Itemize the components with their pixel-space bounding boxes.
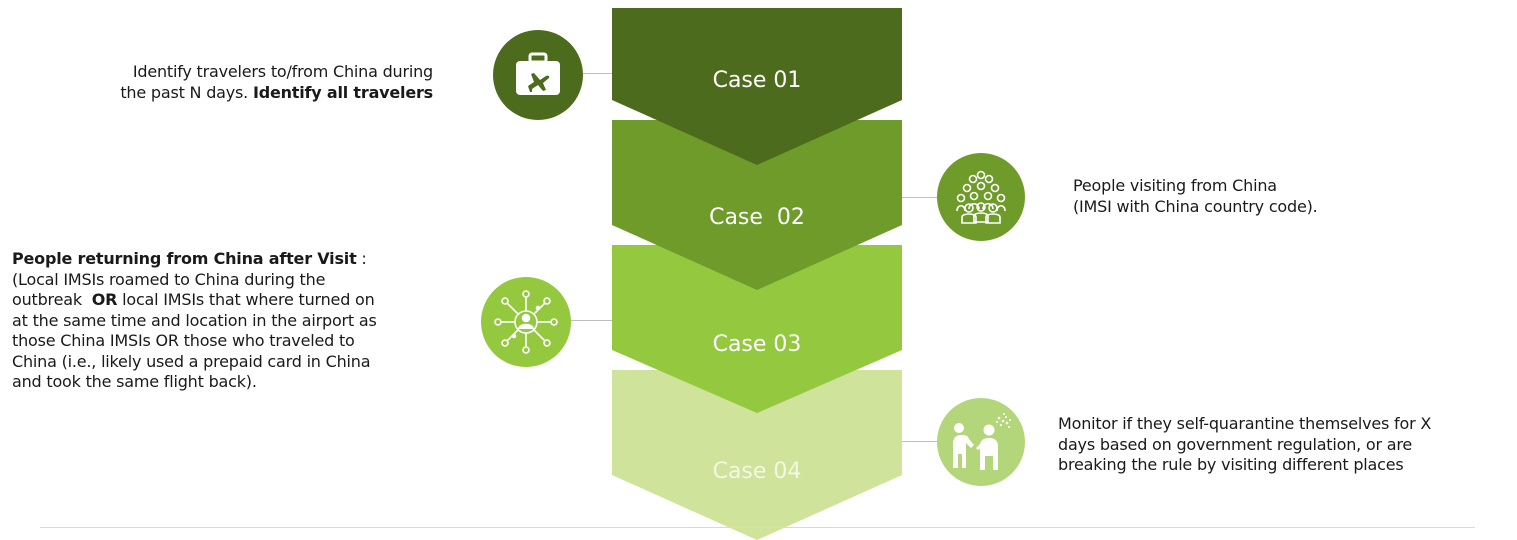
case-01-description-line: the past N days. Identify all travelers bbox=[40, 83, 433, 104]
case-02-description: People visiting from China (IMSI with Ch… bbox=[1073, 176, 1493, 217]
case-03-description: People returning from China after Visit … bbox=[12, 249, 452, 393]
case-02-chevron bbox=[612, 120, 902, 290]
case-03-heading-suffix: : bbox=[356, 249, 367, 268]
case-03-chevron bbox=[612, 245, 902, 413]
case-04-chevron bbox=[612, 370, 902, 540]
case-03-connector bbox=[570, 320, 612, 321]
case-01-description: Identify travelers to/from China during … bbox=[40, 62, 433, 103]
crowd-people-icon bbox=[956, 170, 1006, 224]
case-03-label: Case 03 bbox=[712, 332, 802, 357]
case-04-label: Case 04 bbox=[712, 459, 802, 484]
case-01-label: Case 01 bbox=[712, 68, 802, 93]
case-03-description-text: outbreak bbox=[12, 290, 92, 309]
case-04-description-line: Monitor if they self-quarantine themselv… bbox=[1058, 414, 1432, 433]
case-03-description-emphasis: OR bbox=[91, 290, 118, 309]
case-01-description-emphasis: Identify all travelers bbox=[252, 82, 433, 102]
case-01-chevron bbox=[612, 8, 902, 165]
case-01-icon-badge bbox=[493, 30, 583, 120]
case-03-description-line: China (i.e., likely used a prepaid card … bbox=[12, 351, 371, 371]
suitcase-airplane-icon bbox=[516, 52, 560, 95]
case-01-description-line: Identify travelers to/from China during bbox=[132, 62, 433, 81]
case-04-description: Monitor if they self-quarantine themselv… bbox=[1058, 414, 1513, 476]
case-02-connector bbox=[902, 197, 940, 198]
case-03-description-line: those China IMSIs OR those who traveled … bbox=[12, 331, 355, 350]
case-03-icon-badge bbox=[481, 277, 571, 367]
case-04-description-line: breaking the rule by visiting different … bbox=[1058, 455, 1404, 474]
case-03-description-line: and took the same flight back). bbox=[12, 372, 257, 391]
network-person-icon bbox=[494, 290, 558, 354]
bottom-divider bbox=[40, 527, 1475, 528]
case-03-description-line: at the same time and location in the air… bbox=[12, 310, 377, 330]
case-03-heading-text: People returning from China after Visit bbox=[12, 249, 357, 268]
case-03-description-line: outbreak OR local IMSIs that where turne… bbox=[12, 290, 452, 311]
case-02-description-line: (IMSI with China country code). bbox=[1073, 196, 1318, 216]
case-04-connector bbox=[902, 441, 940, 442]
case-03-description-heading: People returning from China after Visit … bbox=[12, 249, 452, 270]
case-01-description-text: the past N days. bbox=[120, 82, 253, 102]
case-01-connector bbox=[580, 73, 612, 74]
sneezing-person-icon bbox=[953, 413, 1011, 470]
case-02-description-line: People visiting from China bbox=[1073, 176, 1277, 195]
case-04-description-line: days based on government regulation, or … bbox=[1058, 434, 1413, 454]
case-03-description-text: local IMSIs that where turned on bbox=[117, 290, 375, 309]
case-03-description-line: (Local IMSIs roamed to China during the bbox=[12, 269, 326, 289]
case-02-icon-badge bbox=[937, 153, 1025, 241]
case-02-label: Case 02 bbox=[709, 205, 805, 230]
case-04-icon-badge bbox=[937, 398, 1025, 486]
